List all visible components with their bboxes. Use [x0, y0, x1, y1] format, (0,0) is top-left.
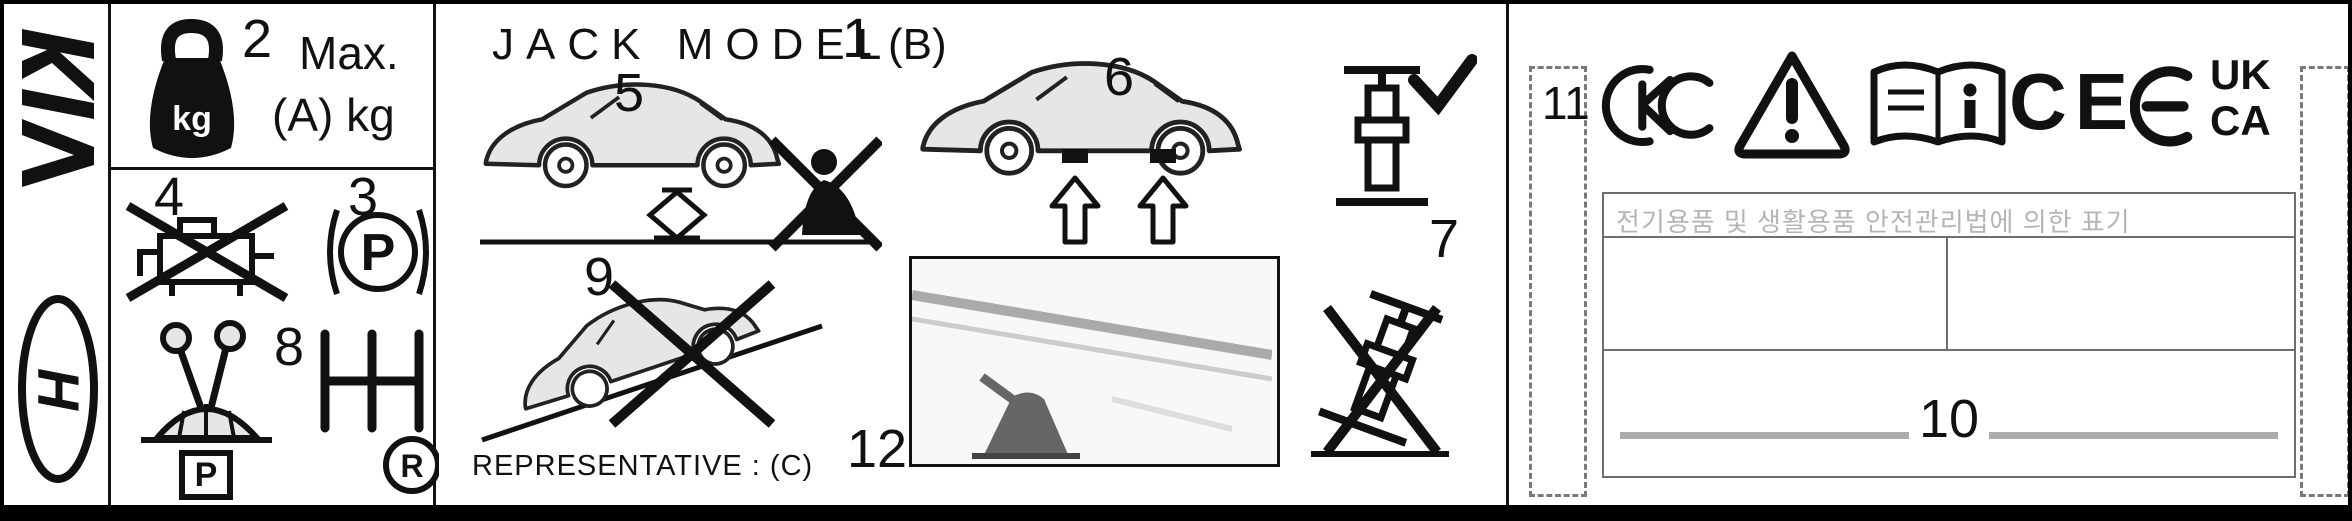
kia-logo — [16, 19, 100, 209]
shift-park-letter: P — [195, 456, 218, 494]
jack-points-icon — [920, 61, 1243, 245]
korean-notice: 전기용품 및 생활용품 안전관리법에 의한 표기 — [1616, 207, 2131, 237]
read-manual-icon — [1870, 61, 2006, 146]
callout-2: 2 — [242, 9, 273, 69]
callout-4: 4 — [154, 167, 185, 227]
callout-11: 11 — [1542, 77, 1590, 129]
hyundai-logo: H — [16, 289, 100, 489]
ce-mark: CE — [2009, 57, 2137, 146]
hyundai-logo-icon: H — [18, 295, 98, 483]
callout-5: 5 — [614, 63, 645, 123]
max-label: Max. — [299, 27, 399, 79]
certification-info-table: 전기용품 및 생활용품 안전관리법에 의한 표기 10 — [1602, 192, 2296, 478]
callout-8: 8 — [274, 317, 305, 377]
jack-placement-photo-drawing — [912, 290, 1273, 461]
jack-placement-photo — [909, 256, 1280, 467]
representative-label: REPRESENTATIVE : (C) — [472, 450, 814, 482]
table-vertical-divider — [1946, 238, 1948, 349]
callout-9: 9 — [584, 247, 615, 307]
car-on-jack-no-person-icon — [480, 82, 882, 252]
callout-7: 7 — [1429, 209, 1460, 269]
shift-pattern-reverse-icon: R — [320, 329, 439, 494]
ukca-top-label: UK — [2210, 51, 2271, 98]
table-header-divider — [1604, 236, 2294, 238]
shift-lever-park-icon: P — [141, 320, 272, 500]
callout-1: 1 — [842, 6, 874, 69]
model-suffix: (B) — [888, 20, 947, 69]
callout-6: 6 — [1104, 47, 1135, 107]
kc-mark-icon — [1601, 65, 1714, 146]
divider-weight-box — [108, 167, 436, 170]
parking-brake-letter: P — [361, 224, 396, 282]
divider-middle-right — [1506, 4, 1509, 505]
hyundai-letter: H — [25, 368, 90, 411]
parking-brake-icon: P — [327, 209, 429, 295]
divider-left-strip — [108, 4, 111, 505]
capacity-label: (A) kg — [272, 89, 395, 141]
callout-10: 10 — [1908, 392, 1990, 446]
warning-triangle-icon — [1734, 51, 1850, 159]
kia-logo-icon — [22, 29, 94, 187]
no-jacking-on-slope-icon — [481, 280, 823, 443]
die-cut-mark-left — [1529, 66, 1587, 497]
max-weight-icon: kg — [149, 18, 235, 158]
e-mark — [2130, 66, 2193, 147]
jack-model-title: JACK MODEL — [492, 20, 894, 69]
ukca-mark: UK CA — [2210, 52, 2302, 144]
divider-symbol-column — [433, 4, 436, 505]
ukca-bottom-label: CA — [2210, 97, 2271, 144]
weight-unit-label: kg — [172, 100, 212, 138]
jack-tilted-forbidden-icon — [1311, 290, 1449, 457]
no-engine-running-icon — [125, 202, 289, 302]
shift-reverse-letter: R — [400, 448, 423, 484]
die-cut-mark-right — [2300, 66, 2348, 497]
table-horizontal-divider — [1604, 349, 2294, 351]
callout-12: 12 — [847, 419, 908, 479]
jack-upright-ok-icon — [1336, 54, 1477, 206]
